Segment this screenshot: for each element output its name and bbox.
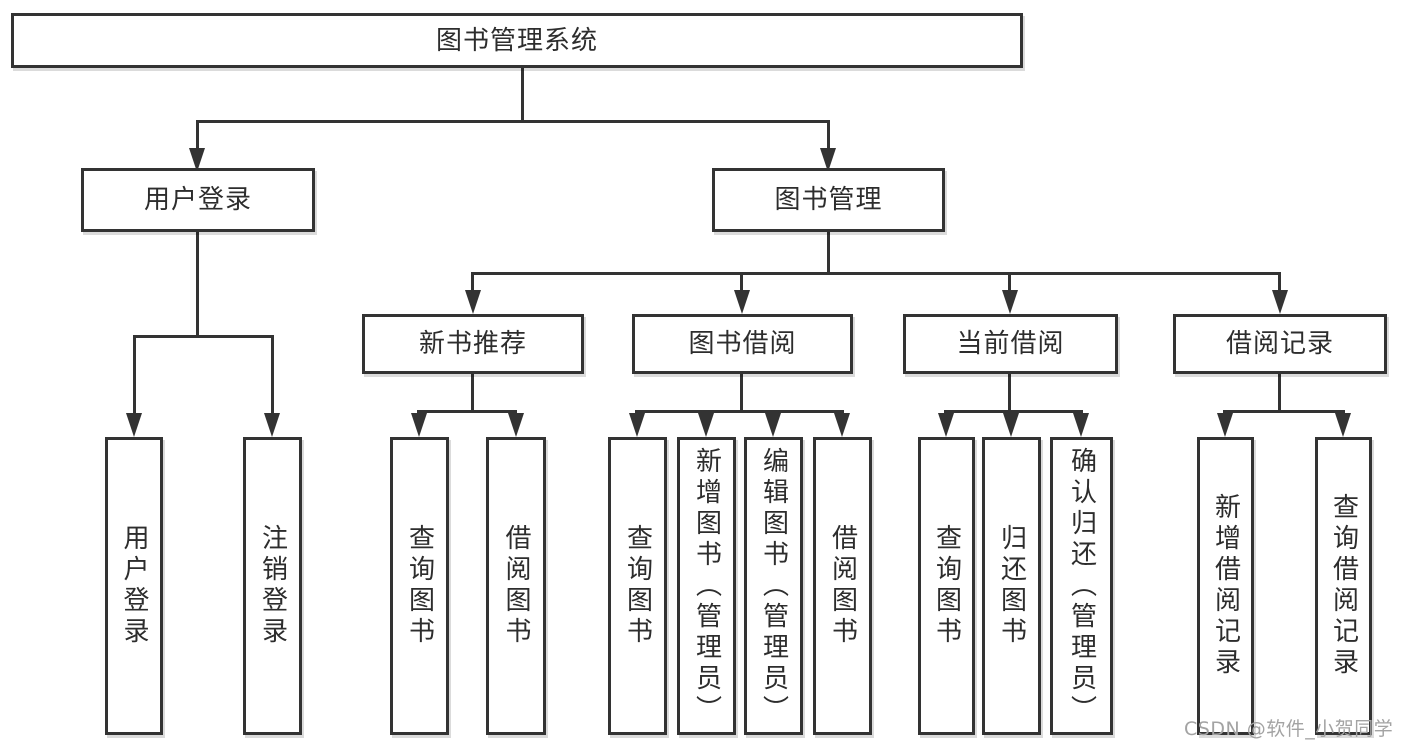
node-leaf-logout: 注销登录 — [243, 437, 302, 735]
node-leaf-return-book-label: 归还图书 — [996, 524, 1027, 648]
connector-line — [471, 272, 1281, 275]
node-borrow-records: 借阅记录 — [1173, 314, 1387, 374]
arrow-down-icon — [629, 413, 645, 437]
node-book-borrow: 图书借阅 — [632, 314, 853, 374]
connector-line — [944, 410, 1083, 413]
node-book-management: 图书管理 — [712, 168, 945, 232]
node-leaf-user-login-label: 用户登录 — [119, 524, 149, 648]
arrow-down-icon — [698, 413, 714, 437]
arrow-down-icon — [411, 413, 427, 437]
node-leaf-edit-book-admin-label: 编辑图书（管理员） — [758, 446, 789, 726]
node-user-login-label: 用户登录 — [143, 185, 252, 215]
node-leaf-user-login: 用户登录 — [105, 437, 163, 735]
node-leaf-borrow-books-2: 借阅图书 — [813, 437, 872, 735]
node-leaf-add-borrow-record: 新增借阅记录 — [1197, 437, 1254, 735]
connector-line — [1008, 272, 1011, 292]
connector-line — [196, 120, 830, 123]
arrow-down-icon — [1002, 290, 1018, 314]
node-leaf-query-borrow-record-label: 查询借阅记录 — [1328, 493, 1359, 679]
arrow-down-icon — [1003, 413, 1019, 437]
node-leaf-query-books-3-label: 查询图书 — [931, 524, 962, 648]
connector-line — [133, 335, 274, 338]
arrow-down-icon — [765, 413, 781, 437]
arrow-down-icon — [126, 413, 142, 437]
arrow-down-icon — [1073, 413, 1089, 437]
node-leaf-borrow-books-2-label: 借阅图书 — [827, 524, 858, 648]
node-leaf-logout-label: 注销登录 — [257, 524, 288, 648]
node-leaf-confirm-return-admin: 确认归还（管理员） — [1050, 437, 1113, 735]
node-new-book-recommend-label: 新书推荐 — [418, 329, 527, 359]
node-leaf-query-books-1: 查询图书 — [390, 437, 449, 735]
connector-line — [1008, 374, 1011, 410]
arrow-down-icon — [508, 413, 524, 437]
connector-line — [827, 120, 830, 150]
arrow-down-icon — [820, 148, 836, 172]
node-leaf-edit-book-admin: 编辑图书（管理员） — [744, 437, 803, 735]
arrow-down-icon — [834, 413, 850, 437]
node-leaf-confirm-return-admin-label: 确认归还（管理员） — [1066, 446, 1097, 726]
node-current-borrow: 当前借阅 — [903, 314, 1118, 374]
arrow-down-icon — [1217, 413, 1233, 437]
arrow-down-icon — [734, 290, 750, 314]
node-book-management-label: 图书管理 — [774, 185, 883, 215]
node-leaf-add-book-admin: 新增图书（管理员） — [677, 437, 736, 735]
node-leaf-return-book: 归还图书 — [982, 437, 1041, 735]
node-leaf-query-books-2-label: 查询图书 — [622, 524, 653, 648]
arrow-down-icon — [1335, 413, 1351, 437]
node-book-management-system: 图书管理系统 — [11, 13, 1023, 68]
node-book-borrow-label: 图书借阅 — [688, 329, 797, 359]
connector-line — [471, 374, 474, 410]
connector-line — [417, 410, 517, 413]
node-user-login: 用户登录 — [81, 168, 315, 232]
connector-line — [1278, 272, 1281, 292]
connector-line — [1223, 410, 1345, 413]
connector-line — [196, 120, 199, 150]
arrow-down-icon — [264, 413, 280, 437]
node-book-management-system-label: 图书管理系统 — [435, 25, 598, 56]
node-leaf-query-borrow-record: 查询借阅记录 — [1315, 437, 1372, 735]
connector-line — [471, 272, 474, 292]
connector-line — [740, 272, 743, 292]
connector-line — [827, 232, 830, 272]
node-leaf-add-borrow-record-label: 新增借阅记录 — [1210, 493, 1241, 679]
node-leaf-add-book-admin-label: 新增图书（管理员） — [691, 446, 722, 726]
node-leaf-query-books-1-label: 查询图书 — [404, 524, 435, 648]
arrow-down-icon — [1272, 290, 1288, 314]
connector-line — [1278, 374, 1281, 410]
connector-line — [635, 410, 844, 413]
watermark: CSDN @软件_小贺同学 — [1184, 718, 1394, 740]
connector-line — [271, 335, 274, 415]
arrow-down-icon — [938, 413, 954, 437]
node-borrow-records-label: 借阅记录 — [1225, 329, 1334, 359]
connector-line — [133, 335, 136, 415]
node-leaf-borrow-books-1-label: 借阅图书 — [501, 524, 531, 648]
node-leaf-borrow-books-1: 借阅图书 — [486, 437, 546, 735]
connector-line — [196, 232, 199, 335]
node-leaf-query-books-3: 查询图书 — [918, 437, 975, 735]
node-new-book-recommend: 新书推荐 — [362, 314, 584, 374]
arrow-down-icon — [189, 148, 205, 172]
node-current-borrow-label: 当前借阅 — [956, 329, 1065, 359]
connector-line — [521, 68, 524, 120]
connector-line — [740, 374, 743, 410]
node-leaf-query-books-2: 查询图书 — [608, 437, 667, 735]
arrow-down-icon — [465, 290, 481, 314]
